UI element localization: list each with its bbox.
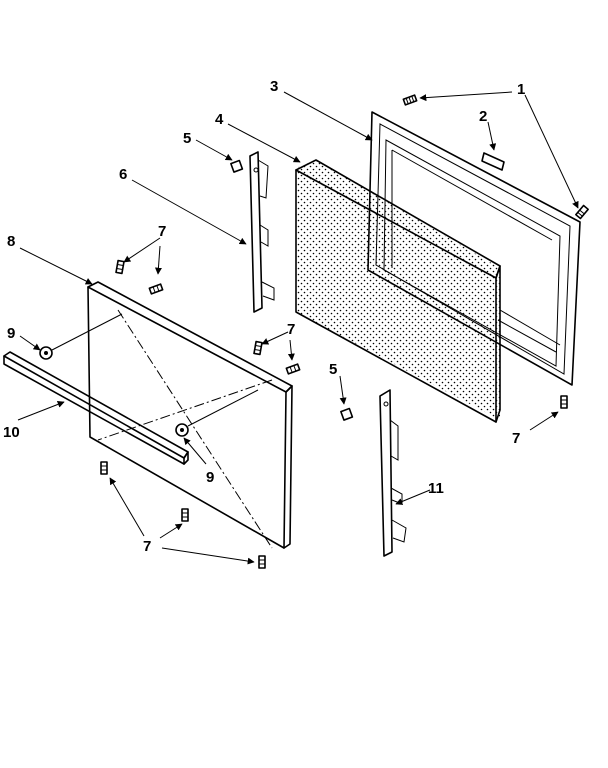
callout-7-middle: 7 — [287, 321, 295, 338]
nuts — [230, 159, 354, 421]
callout-8: 8 — [7, 233, 15, 250]
callout-7-right: 7 — [512, 430, 520, 447]
callout-11: 11 — [428, 480, 444, 497]
callout-3: 3 — [270, 78, 278, 95]
left-hinge-bracket — [249, 151, 275, 313]
door-clip — [481, 152, 505, 171]
insulation-pad — [295, 159, 501, 423]
door-handle-trim — [3, 351, 189, 465]
callout-6: 6 — [119, 166, 127, 183]
outer-door-panel — [87, 281, 293, 549]
callout-7-bottom: 7 — [143, 538, 151, 555]
callout-1: 1 — [517, 81, 525, 98]
callout-4: 4 — [215, 111, 224, 128]
screws — [100, 94, 589, 569]
callout-7-upper-left: 7 — [158, 223, 166, 240]
handle-spacers — [39, 313, 259, 437]
callout-9-bottom: 9 — [206, 469, 214, 486]
callout-9-left: 9 — [7, 325, 15, 342]
callout-labels: 1 2 3 4 5 6 7 8 9 7 5 10 7 9 11 7 — [3, 78, 525, 555]
callout-5-bottom: 5 — [329, 361, 337, 378]
right-hinge-bracket — [379, 389, 407, 557]
callout-10: 10 — [3, 424, 20, 441]
callout-2: 2 — [479, 108, 487, 125]
leader-lines — [17, 91, 579, 565]
callout-5-top: 5 — [183, 130, 191, 147]
